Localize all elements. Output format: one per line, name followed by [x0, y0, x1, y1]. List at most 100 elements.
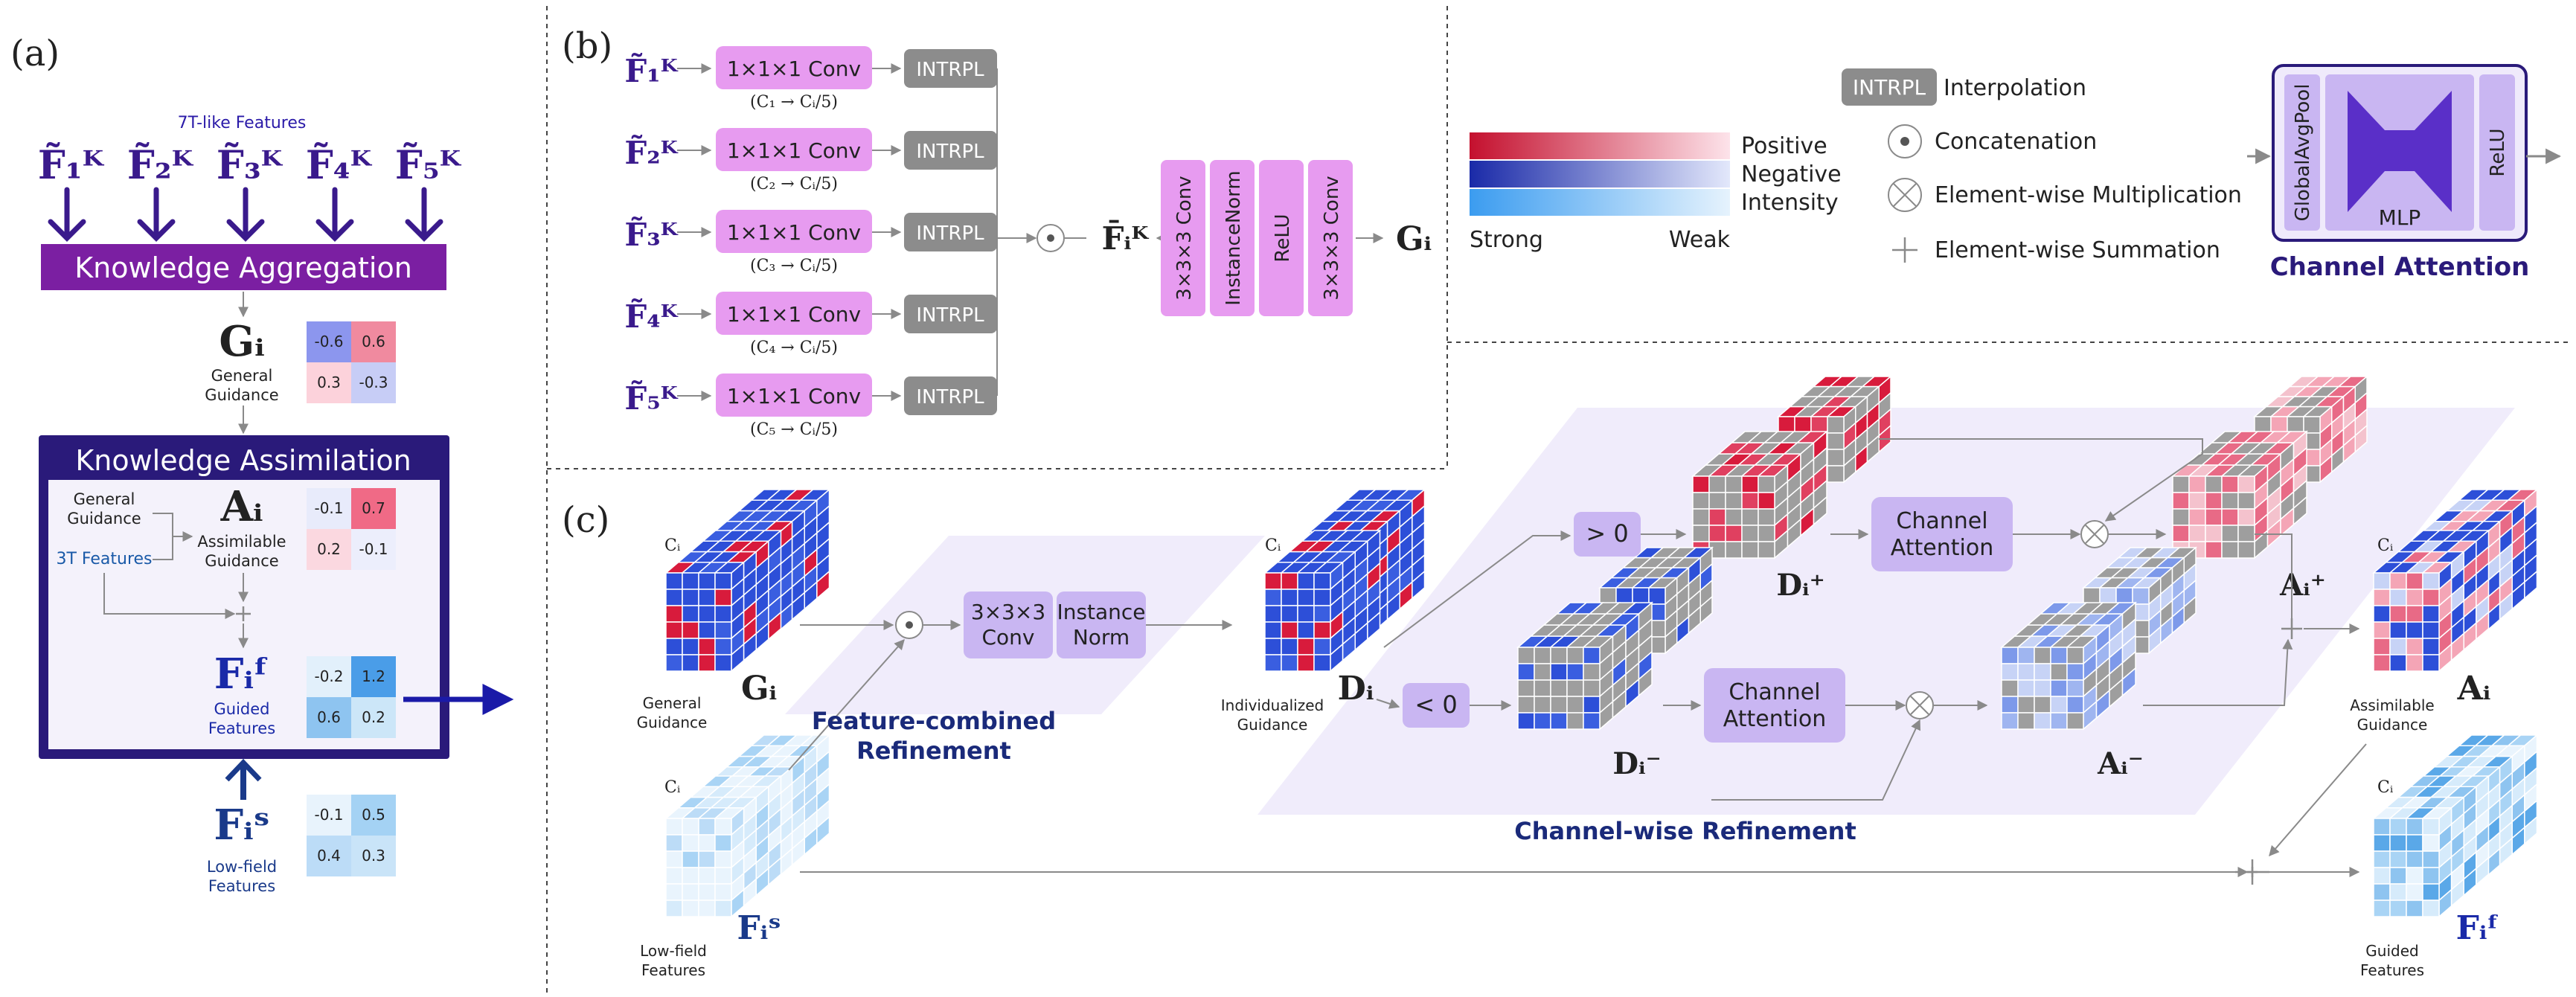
feature-symbols-7t: F̃₁ᴷ F̃₂ᴷ F̃₃ᴷ F̃₄ᴷ F̃₅ᴷ	[38, 143, 462, 188]
svg-text:Guided: Guided	[2365, 942, 2418, 960]
row-sub: (C₃ → Cᵢ/5)	[750, 257, 838, 275]
svg-text:-0.3: -0.3	[359, 374, 388, 391]
svg-text:General: General	[643, 694, 702, 712]
row-feature: F̃₄ᴷ	[624, 298, 678, 335]
row-conv: 1×1×1 Conv	[727, 57, 861, 81]
gt-zero: > 0	[1586, 519, 1628, 548]
cube-d-front	[1263, 529, 1382, 673]
row-feature: F̃₅ᴷ	[624, 379, 678, 417]
svg-text:Channel: Channel	[1728, 679, 1820, 705]
f-symbol: Fᵢᶠ	[214, 650, 270, 699]
s-caption-2: Features	[208, 877, 275, 895]
svg-text:InstanceNorm: InstanceNorm	[1223, 170, 1245, 306]
svg-text:Cᵢ: Cᵢ	[664, 778, 681, 797]
ca-pool: GlobalAvgPool	[2292, 84, 2314, 222]
block-4: 3×3×3 Conv	[1308, 160, 1353, 316]
knowledge-aggregation-title: Knowledge Aggregation	[74, 251, 412, 284]
cube-g-front	[664, 529, 783, 673]
legend-intrpl-text: Interpolation	[1944, 75, 2086, 101]
svg-text:Guidance: Guidance	[1237, 716, 1308, 734]
dplus: Dᵢ⁺	[1776, 568, 1824, 603]
svg-text:Features: Features	[641, 961, 705, 979]
general-guidance-1: General	[74, 490, 135, 508]
svg-text:Cᵢ: Cᵢ	[2377, 536, 2394, 555]
svg-text:3×3×3: 3×3×3	[971, 600, 1045, 624]
feature-3: F̃₃ᴷ	[217, 143, 283, 188]
cube-s-front	[664, 775, 783, 918]
c-s-symbol: Fᵢˢ	[737, 909, 781, 947]
row-sub: (C₁ → Cᵢ/5)	[750, 93, 838, 112]
block-1: 3×3×3 Conv	[1161, 160, 1205, 316]
fcr-title-2: Refinement	[856, 737, 1011, 765]
svg-text:-0.1: -0.1	[314, 806, 343, 824]
svg-text:0.3: 0.3	[317, 374, 341, 391]
s-symbol: Fᵢˢ	[214, 801, 269, 850]
legend-negative: Negative	[1741, 161, 1842, 187]
svg-text:Cᵢ: Cᵢ	[2377, 778, 2394, 797]
svg-text:Attention: Attention	[1891, 535, 1993, 561]
legend-strong: Strong	[1470, 227, 1543, 253]
row-intrpl: INTRPL	[916, 386, 984, 408]
panel-b: (b) F̃₁ᴷ 1×1×1 Conv (C₁ → Cᵢ/5) INTRPL F̃₂ᴷ 1…	[562, 25, 1432, 439]
aplus: Aᵢ⁺	[2279, 568, 2326, 603]
general-guidance-2: Guidance	[67, 510, 141, 528]
svg-text:Assimilable: Assimilable	[2350, 696, 2435, 714]
a-matrix: -0.1 0.7 0.2 -0.1	[307, 488, 396, 570]
svg-text:0.7: 0.7	[362, 499, 385, 517]
f-caption-2: Features	[208, 719, 275, 737]
s-caption-1: Low-field	[207, 858, 277, 876]
svg-text:0.5: 0.5	[362, 806, 385, 824]
svg-text:Individualized: Individualized	[1221, 696, 1324, 714]
svg-text:-0.6: -0.6	[314, 333, 343, 350]
panel-a: (a) 7T-like Features F̃₁ᴷ F̃₂ᴷ F̃₃ᴷ F̃₄ᴷ…	[10, 33, 514, 895]
svg-text:Cᵢ: Cᵢ	[1265, 536, 1281, 555]
cube-aminus-front	[1999, 601, 2138, 731]
row-sub: (C₅ → Cᵢ/5)	[750, 420, 838, 439]
block-3: ReLU	[1259, 160, 1304, 316]
svg-text:Norm: Norm	[1073, 625, 1130, 650]
feature-1: F̃₁ᴷ	[38, 143, 105, 188]
cube-dminus-front	[1516, 601, 1654, 731]
svg-text:Cᵢ: Cᵢ	[664, 536, 681, 555]
row-sub: (C₄ → Cᵢ/5)	[750, 339, 838, 357]
svg-text:0.3: 0.3	[362, 847, 385, 865]
s-matrix: -0.1 0.5 0.4 0.3	[307, 795, 396, 876]
legend-sum: Element-wise Summation	[1935, 237, 2220, 263]
svg-text:3×3×3 Conv: 3×3×3 Conv	[1321, 176, 1343, 300]
cube-a-front	[2371, 529, 2490, 673]
svg-text:Instance: Instance	[1057, 600, 1145, 624]
feature-4: F̃₄ᴷ	[306, 143, 373, 188]
svg-text:-0.2: -0.2	[314, 667, 343, 685]
row-conv: 1×1×1 Conv	[727, 302, 861, 327]
svg-text:Features: Features	[2360, 961, 2424, 979]
fcr-title-1: Feature-combined	[812, 707, 1056, 735]
legend: Positive Negative Intensity Strong Weak …	[1470, 64, 2562, 282]
g-caption-1: General	[211, 367, 273, 385]
legend-mult: Element-wise Multiplication	[1935, 182, 2242, 208]
panel-b-label: (b)	[562, 25, 612, 67]
block-2: InstanceNorm	[1210, 160, 1255, 316]
svg-text:Guidance: Guidance	[637, 714, 708, 731]
seven-t-caption: 7T-like Features	[178, 114, 307, 132]
row-feature: F̃₁ᴷ	[624, 52, 678, 89]
legend-intensity: Intensity	[1741, 190, 1839, 216]
feature-arrows	[48, 187, 443, 242]
svg-text:-0.1: -0.1	[314, 499, 343, 517]
svg-text:-0.1: -0.1	[359, 540, 388, 558]
svg-text:Channel: Channel	[1896, 508, 1987, 534]
legend-positive: Positive	[1741, 133, 1827, 159]
row-conv: 1×1×1 Conv	[727, 138, 861, 163]
svg-text:Attention: Attention	[1723, 706, 1826, 732]
dminus: Dᵢ⁻	[1612, 746, 1661, 781]
svg-text:1.2: 1.2	[362, 667, 385, 685]
a-caption-1: Assimilable	[197, 533, 286, 551]
panel-dividers	[546, 6, 2571, 993]
row-feature: F̃₂ᴷ	[624, 134, 678, 171]
row-intrpl: INTRPL	[916, 141, 984, 163]
g-symbol: Gᵢ	[219, 317, 264, 366]
legend-concat: Concatenation	[1935, 129, 2097, 155]
